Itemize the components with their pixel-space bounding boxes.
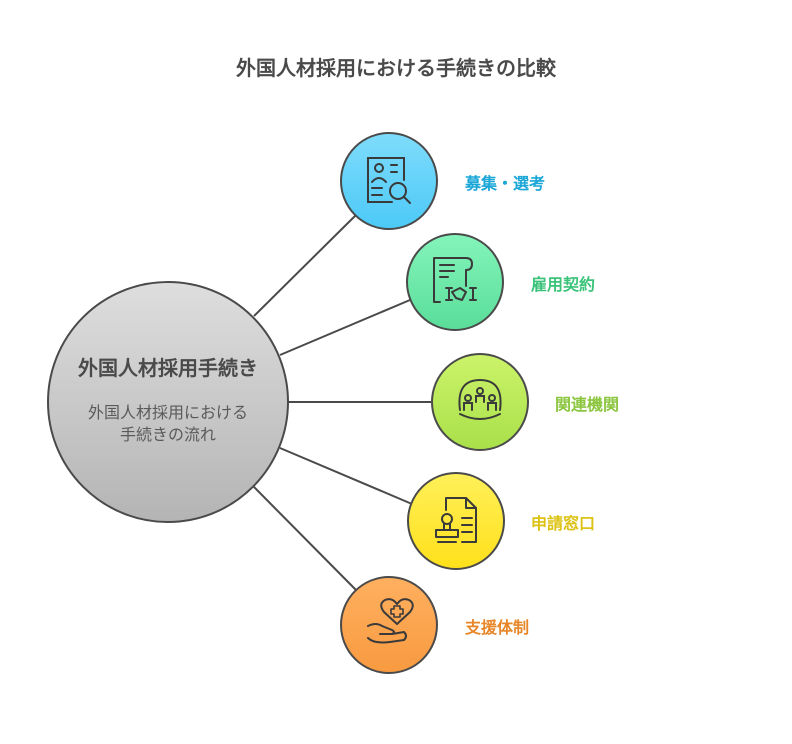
center-desc-line-1: 外国人材採用における [87, 403, 248, 422]
node-recruitment[interactable] [340, 132, 438, 230]
node-organizations[interactable] [431, 353, 529, 451]
node-support[interactable] [340, 576, 438, 674]
connector-line-1 [253, 214, 357, 317]
connector-line-5 [253, 486, 357, 591]
center-node-circle [47, 281, 289, 523]
node-label-recruitment: 募集・選考 [465, 174, 546, 193]
center-node-description: 外国人材採用における 手続きの流れ [58, 402, 278, 446]
resume-search-icon [367, 157, 411, 204]
center-node-title: 外国人材採用手続き [78, 356, 258, 380]
group-people-icon [458, 378, 502, 420]
node-application[interactable] [407, 472, 505, 570]
node-label-support: 支援体制 [465, 618, 530, 637]
contract-handshake-icon [433, 257, 477, 303]
node-label-organizations: 関連機関 [555, 395, 620, 414]
document-stamp-icon [435, 497, 477, 543]
connector-line-4 [279, 447, 413, 505]
node-label-application: 申請窓口 [531, 514, 596, 533]
center-desc-line-2: 手続きの流れ [119, 425, 216, 444]
node-label-contract: 雇用契約 [531, 275, 596, 294]
hand-heart-icon [367, 598, 414, 644]
diagram-title: 外国人材採用における手続きの比較 [236, 56, 556, 80]
connector-lines [253, 214, 432, 591]
node-contract[interactable] [406, 233, 504, 331]
connector-line-2 [279, 299, 411, 356]
